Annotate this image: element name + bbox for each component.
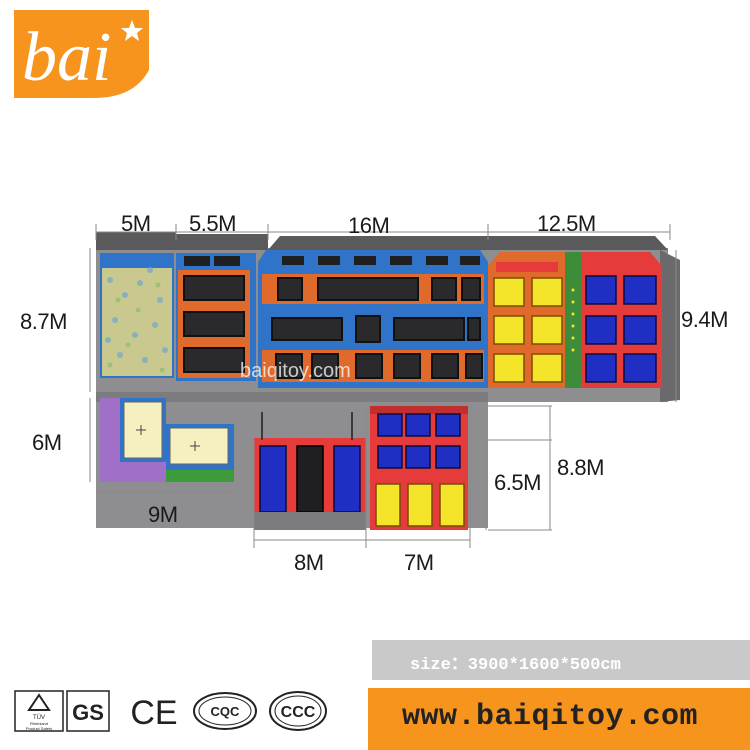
brand-logo: bai	[14, 10, 149, 100]
size-bar: size：3900*1600*500cm	[372, 640, 750, 680]
dimension-label-8-7m: 8.7M	[20, 309, 67, 334]
dimension-label-9m: 9M	[148, 502, 178, 527]
dimension-label-5m: 5M	[121, 211, 151, 236]
dimension-label-6m: 6M	[32, 430, 62, 455]
dimension-label-7m: 7M	[404, 550, 434, 575]
foam-pit	[102, 268, 172, 376]
watermark-text: baiqitoy.com	[240, 360, 351, 382]
logo-text: bai	[22, 19, 111, 96]
svg-text:Product Safety: Product Safety	[26, 726, 52, 731]
svg-text:CCC: CCC	[281, 704, 316, 721]
website-bar: www.baiqitoy.com	[368, 688, 750, 750]
gs-icon: GS	[66, 690, 110, 732]
cqc-icon: CQC	[192, 690, 258, 732]
ccc-icon: CCC	[268, 690, 328, 732]
svg-text:Rheinland: Rheinland	[30, 721, 48, 726]
dimension-label-9-4m: 9.4M	[681, 307, 728, 332]
svg-text:TÜV: TÜV	[33, 714, 45, 721]
size-text: size：3900*1600*500cm	[410, 656, 621, 675]
dimension-label-12-5m: 12.5M	[537, 211, 596, 236]
dimension-label-5-5m: 5.5M	[189, 211, 236, 236]
svg-text:GS: GS	[72, 700, 104, 725]
ce-icon: CE	[124, 690, 184, 732]
tuv-icon: TÜV Rheinland Product Safety	[14, 690, 64, 732]
dimension-label-8m: 8M	[294, 550, 324, 575]
floor-plan-diagram	[89, 224, 680, 548]
svg-text:CE: CE	[130, 694, 177, 732]
dimension-label-8-8m: 8.8M	[557, 455, 604, 480]
dimension-label-16m: 16M	[348, 213, 390, 238]
dimension-label-6-5m: 6.5M	[494, 470, 541, 495]
website-text: www.baiqitoy.com	[402, 700, 699, 734]
svg-text:CQC: CQC	[211, 704, 241, 719]
